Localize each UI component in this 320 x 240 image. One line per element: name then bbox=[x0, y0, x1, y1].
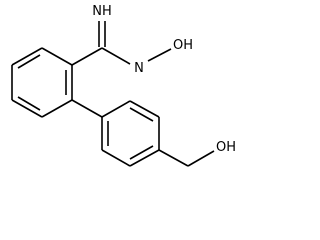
bond-n-o-single bbox=[147, 48, 172, 62]
bond-ring-to-amidine-carbon bbox=[71, 47, 103, 66]
n-hydroxy-oh-label: OH bbox=[173, 38, 193, 53]
bond-ring-a-6 bbox=[11, 47, 43, 66]
bond-ring-b-5 bbox=[101, 149, 131, 167]
bond-ring-b-2 bbox=[129, 100, 160, 118]
bond-ring-b-inner-2 bbox=[129, 145, 154, 160]
chemical-structure-diagram: NH N OH OH bbox=[11, 4, 236, 167]
amidoxime-group: NH N OH bbox=[71, 4, 193, 76]
benzene-ring-upper bbox=[11, 47, 73, 118]
n-hydroxy-nitrogen-label: N bbox=[134, 61, 144, 76]
methanol-oh-label: OH bbox=[216, 140, 236, 155]
bond-ring-a-1 bbox=[41, 47, 73, 66]
bond-ring-a-inner-2 bbox=[17, 96, 41, 111]
bond-ring-a-4 bbox=[11, 99, 43, 118]
bond-biaryl bbox=[71, 99, 103, 118]
bond-ring-a-inner-3 bbox=[17, 54, 41, 69]
bond-ring-to-ch2 bbox=[158, 149, 189, 167]
bond-c-n-single bbox=[101, 47, 131, 65]
benzene-ring-lower bbox=[101, 100, 160, 167]
bond-ring-b-1 bbox=[101, 100, 131, 118]
bond-ring-a-3 bbox=[41, 99, 73, 118]
bond-ch2-to-oh bbox=[187, 150, 215, 167]
imine-nh-label: NH bbox=[92, 4, 112, 19]
bond-ring-b-4 bbox=[129, 149, 160, 167]
hydroxymethyl-group: OH bbox=[158, 140, 236, 167]
bond-ring-b-inner-1 bbox=[129, 107, 154, 122]
